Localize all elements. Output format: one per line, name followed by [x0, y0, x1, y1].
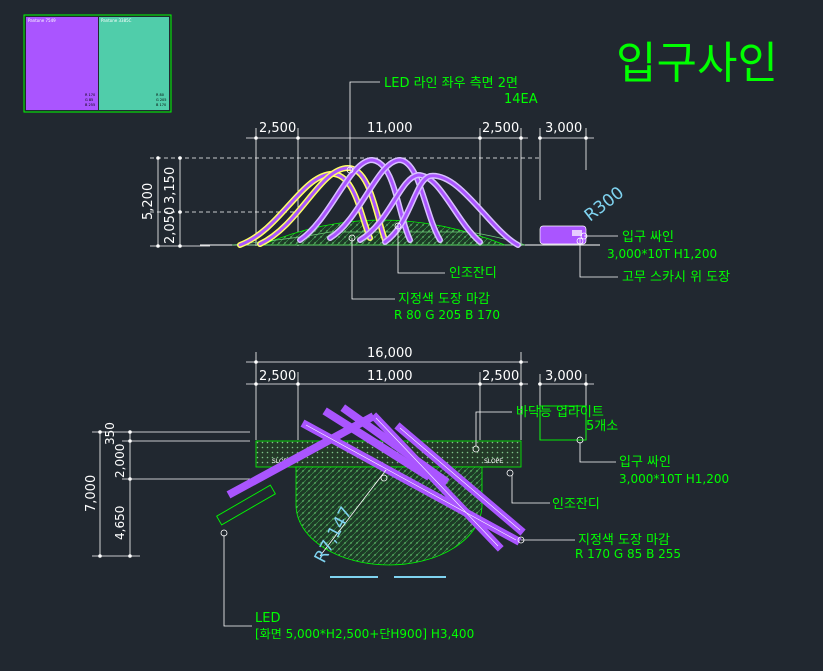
swatch-purple: [26, 17, 98, 110]
plan-sign-spec: 3,000*10T H1,200: [619, 472, 729, 486]
swatch-mint: [99, 17, 169, 110]
elev-dim-d: 3,000: [545, 121, 582, 136]
elev-paint-rgb: R 80 G 205 B 170: [394, 308, 500, 322]
elev-dim-b: 11,000: [367, 121, 413, 136]
page-title: 입구사인: [616, 38, 778, 89]
plan-uplight-label: 바닥등 업라이트: [516, 405, 604, 420]
plan-paint-rgb: R 170 G 85 B 255: [575, 547, 681, 561]
elev-dim-total: 5,200: [141, 183, 156, 220]
elev-led-count: 14EA: [504, 92, 538, 107]
plan-dim-left-a: 350: [103, 422, 117, 445]
swatch-left-name: Pantone 7549: [28, 18, 56, 23]
swatch-left-note-b: B 255: [85, 103, 95, 107]
plan-dim-left-c: 4,650: [113, 506, 127, 540]
plan-view: 16,000 2,500 11,000 2,500 3,000 7,000 35…: [84, 346, 729, 641]
plan-led-label: LED: [255, 611, 280, 626]
color-swatch-panel: Pantone 7549 Pantone 3385C R 170 G 85 B …: [23, 14, 172, 113]
plan-paint-label: 지정색 도장 마감: [578, 533, 670, 548]
plan-dim-d: 3,000: [545, 369, 582, 384]
plan-entrance-sign: [539, 405, 587, 441]
elev-sign-spec: 3,000*10T H1,200: [607, 247, 717, 261]
plan-dim-a: 2,500: [259, 369, 296, 384]
plan-dim-total: 16,000: [367, 346, 413, 361]
plan-slope-right: SLOPE: [484, 458, 503, 465]
elev-led-label: LED 라인 좌우 측면 2면: [384, 76, 518, 91]
plan-led-spec: [화면 5,000*H2,500+단H900] H3,400: [255, 627, 474, 641]
plan-uplight-count: 5개소: [586, 419, 618, 434]
elev-dim-lower: 2,050: [163, 207, 178, 244]
elev-dim-upper: 3,150: [163, 167, 178, 204]
plan-dim-b: 11,000: [367, 369, 413, 384]
elev-grass-label: 인조잔디: [449, 266, 497, 281]
plan-sign-label: 입구 싸인: [619, 455, 671, 470]
plan-dim-left-b: 2,000: [113, 444, 127, 478]
plan-led-screen: [216, 484, 276, 526]
swatch-left-note-g: G 85: [85, 98, 93, 102]
swatch-right-note-g: G 205: [156, 98, 167, 102]
plan-dim-c: 2,500: [482, 369, 519, 384]
elevation-view: 2,500 11,000 2,500 3,000 5,200 3,150 2,0…: [141, 76, 730, 322]
elev-sign-label: 입구 싸인: [622, 230, 674, 245]
elev-dim-c: 2,500: [482, 121, 519, 136]
swatch-left-note-r: R 170: [85, 93, 95, 97]
swatch-right-note-r: R 80: [156, 93, 164, 97]
elev-dim-a: 2,500: [259, 121, 296, 136]
plan-grass-label: 인조잔디: [552, 497, 600, 512]
swatch-right-name: Pantone 3385C: [101, 18, 132, 23]
elev-paint-label: 지정색 도장 마감: [398, 292, 490, 307]
plan-dim-left-total: 7,000: [84, 475, 99, 512]
elev-radius: R300: [581, 183, 628, 226]
elev-rubber-label: 고무 스카시 위 도장: [622, 270, 730, 285]
swatch-right-note-b: B 170: [156, 103, 166, 107]
